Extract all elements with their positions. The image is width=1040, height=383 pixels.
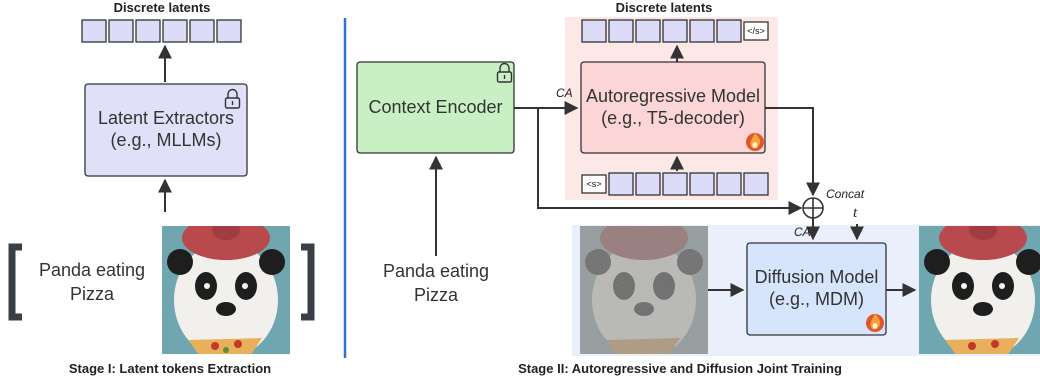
diffusion-model-subtitle: (e.g., MDM): [768, 289, 864, 309]
right-bracket: [301, 243, 315, 321]
bos-token: <s>: [586, 179, 602, 189]
flame-icon: [746, 133, 764, 151]
stage2-input-token-row: [581, 172, 769, 196]
concat-plus-icon: [802, 197, 824, 219]
eos-token: </s>: [747, 26, 765, 36]
concat-label: Concat: [826, 187, 865, 201]
stage2-caption: Stage II: Autoregressive and Diffusion J…: [518, 361, 842, 376]
arrow-ar-to-concat: [765, 107, 820, 197]
stage2-prompt-line1: Panda eating: [382, 261, 490, 281]
stage1-token-row: [81, 19, 242, 43]
timestep-label: t: [853, 205, 858, 221]
ar-model-title: Autoregressive Model: [585, 86, 761, 106]
noisy-panda-image: [580, 226, 708, 354]
diffusion-model-title: Diffusion Model: [754, 267, 879, 287]
stage1-header: Discrete latents: [113, 0, 211, 15]
stage2-prompt-line2: Pizza: [413, 285, 458, 305]
stage1-caption: Stage I: Latent tokens Extraction: [68, 361, 272, 376]
ca-label-bottom: CA: [794, 225, 811, 239]
ar-model-subtitle: (e.g., T5-decoder): [601, 108, 745, 128]
latent-extractor-title: Latent Extractors: [97, 108, 235, 128]
panda-image: [919, 226, 1040, 354]
panda-image: [162, 226, 290, 354]
stage2-header: Discrete latents: [615, 0, 713, 15]
lock-icon: [224, 88, 241, 109]
lock-icon: [496, 62, 513, 83]
stage1-prompt-line1: Panda eating: [38, 260, 146, 280]
left-bracket: [8, 243, 22, 321]
stage1-prompt-line2: Pizza: [69, 284, 114, 304]
ca-label-top: CA: [556, 86, 573, 100]
latent-extractor-subtitle: (e.g., MLLMs): [110, 130, 222, 150]
flame-icon: [866, 314, 884, 332]
stage2-output-token-row: [581, 19, 769, 43]
context-encoder-label: Context Encoder: [368, 97, 503, 117]
arrow-encoder-to-concat: [537, 108, 803, 215]
latent-extractor-box: [84, 83, 248, 177]
